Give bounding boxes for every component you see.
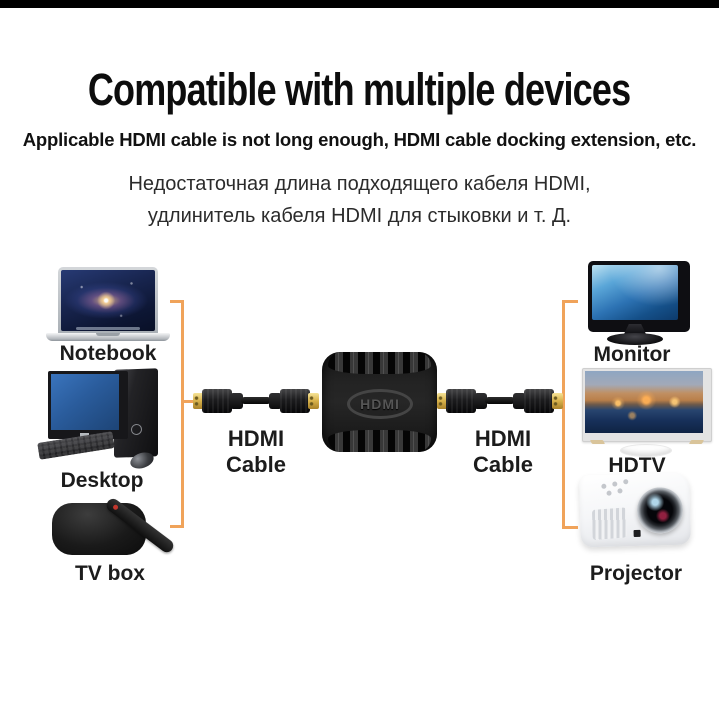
- notebook-image: [46, 267, 170, 345]
- hdmi-coupler-adapter-image: HDMI: [322, 352, 437, 452]
- top-black-bar: [0, 0, 719, 8]
- adapter-grip-ribs-bottom: [328, 430, 431, 452]
- left-bracket-vertical-line: [181, 300, 184, 528]
- monitor-neck: [624, 324, 646, 334]
- label-hdtv: HDTV: [608, 454, 666, 477]
- subtitle-russian-line2: удлинитель кабеля HDMI для стыковки и т.…: [147, 205, 572, 227]
- hdtv-foot-right: [688, 440, 705, 444]
- label-projector: Projector: [589, 562, 683, 585]
- adapter-grip-ribs-top: [328, 352, 431, 374]
- adapter-hdmi-logo: HDMI: [347, 389, 413, 419]
- desktop-tower-logo: [131, 423, 142, 436]
- page-title-wrap: Compatible with multiple devices: [0, 64, 719, 116]
- desktop-image: [37, 367, 172, 472]
- hdmi-gold-plug-icon: [308, 393, 319, 409]
- label-tv-box: TV box: [74, 562, 145, 585]
- hdmi-connector-boot: [269, 393, 282, 409]
- right-bracket-vertical-line: [562, 300, 565, 529]
- hdmi-connector-shell: [202, 389, 232, 413]
- projector-lens: [636, 486, 684, 534]
- left-bracket-top-stub: [170, 300, 183, 303]
- monitor-frame: [588, 261, 690, 332]
- page-title: Compatible with multiple devices: [88, 64, 631, 115]
- remote-power-button: [112, 503, 120, 511]
- projector-vents: [591, 507, 627, 541]
- hdmi-gold-plug-icon: [437, 393, 448, 409]
- hdmi-gold-plug-icon: [193, 393, 204, 409]
- hdmi-gold-plug-icon: [552, 393, 563, 409]
- desktop-monitor: [48, 371, 128, 439]
- left-bracket-bottom-stub: [170, 525, 183, 528]
- desktop-monitor-screen: [51, 374, 119, 430]
- hdtv-stand: [620, 444, 672, 457]
- hdmi-connector-shell: [446, 389, 476, 413]
- projector-buttons: [601, 483, 607, 489]
- hdmi-connector-shell: [524, 389, 554, 413]
- label-monitor: Monitor: [593, 343, 671, 366]
- hdtv-foot-left: [589, 440, 606, 444]
- right-bracket-bottom-stub: [563, 526, 578, 529]
- notebook-notch: [96, 333, 120, 336]
- notebook-base: [46, 333, 170, 341]
- projector-image: [579, 470, 692, 552]
- hdmi-connector-shell: [280, 389, 310, 413]
- label-desktop: Desktop: [60, 469, 144, 492]
- hdtv-frame: [582, 368, 712, 444]
- notebook-screen: [58, 267, 158, 333]
- hdtv-harbor-scene: [585, 371, 703, 433]
- notebook-galaxy-wallpaper: [61, 270, 155, 331]
- label-notebook: Notebook: [59, 342, 157, 365]
- hdmi-cable-wire: [241, 397, 271, 404]
- monitor-image: [586, 261, 690, 346]
- right-bracket-top-stub: [563, 300, 578, 303]
- hdmi-connector-boot: [513, 393, 526, 409]
- left-bracket-middle-stub: [181, 400, 195, 403]
- hdmi-cable-right-image: [437, 384, 563, 418]
- subtitle-english: Applicable HDMI cable is not long enough…: [22, 129, 697, 150]
- label-hdmi-cable-right: HDMI Cable: [473, 426, 533, 477]
- label-hdmi-cable-left: HDMI Cable: [226, 426, 286, 477]
- monitor-base: [607, 333, 663, 345]
- hdmi-connector-boot: [474, 393, 487, 409]
- hdmi-connector-boot: [230, 393, 243, 409]
- subtitle-russian-line1: Недостаточная длина подходящего кабеля H…: [128, 173, 591, 195]
- hdmi-cable-left-image: [193, 384, 319, 418]
- monitor-screen: [592, 265, 678, 320]
- projector-sensor: [633, 529, 641, 538]
- notebook-dock-bar: [76, 327, 140, 330]
- projector-body: [579, 472, 691, 548]
- hdtv-image: [582, 368, 712, 458]
- hdmi-cable-wire: [485, 397, 515, 404]
- tv-box-image: [50, 496, 178, 559]
